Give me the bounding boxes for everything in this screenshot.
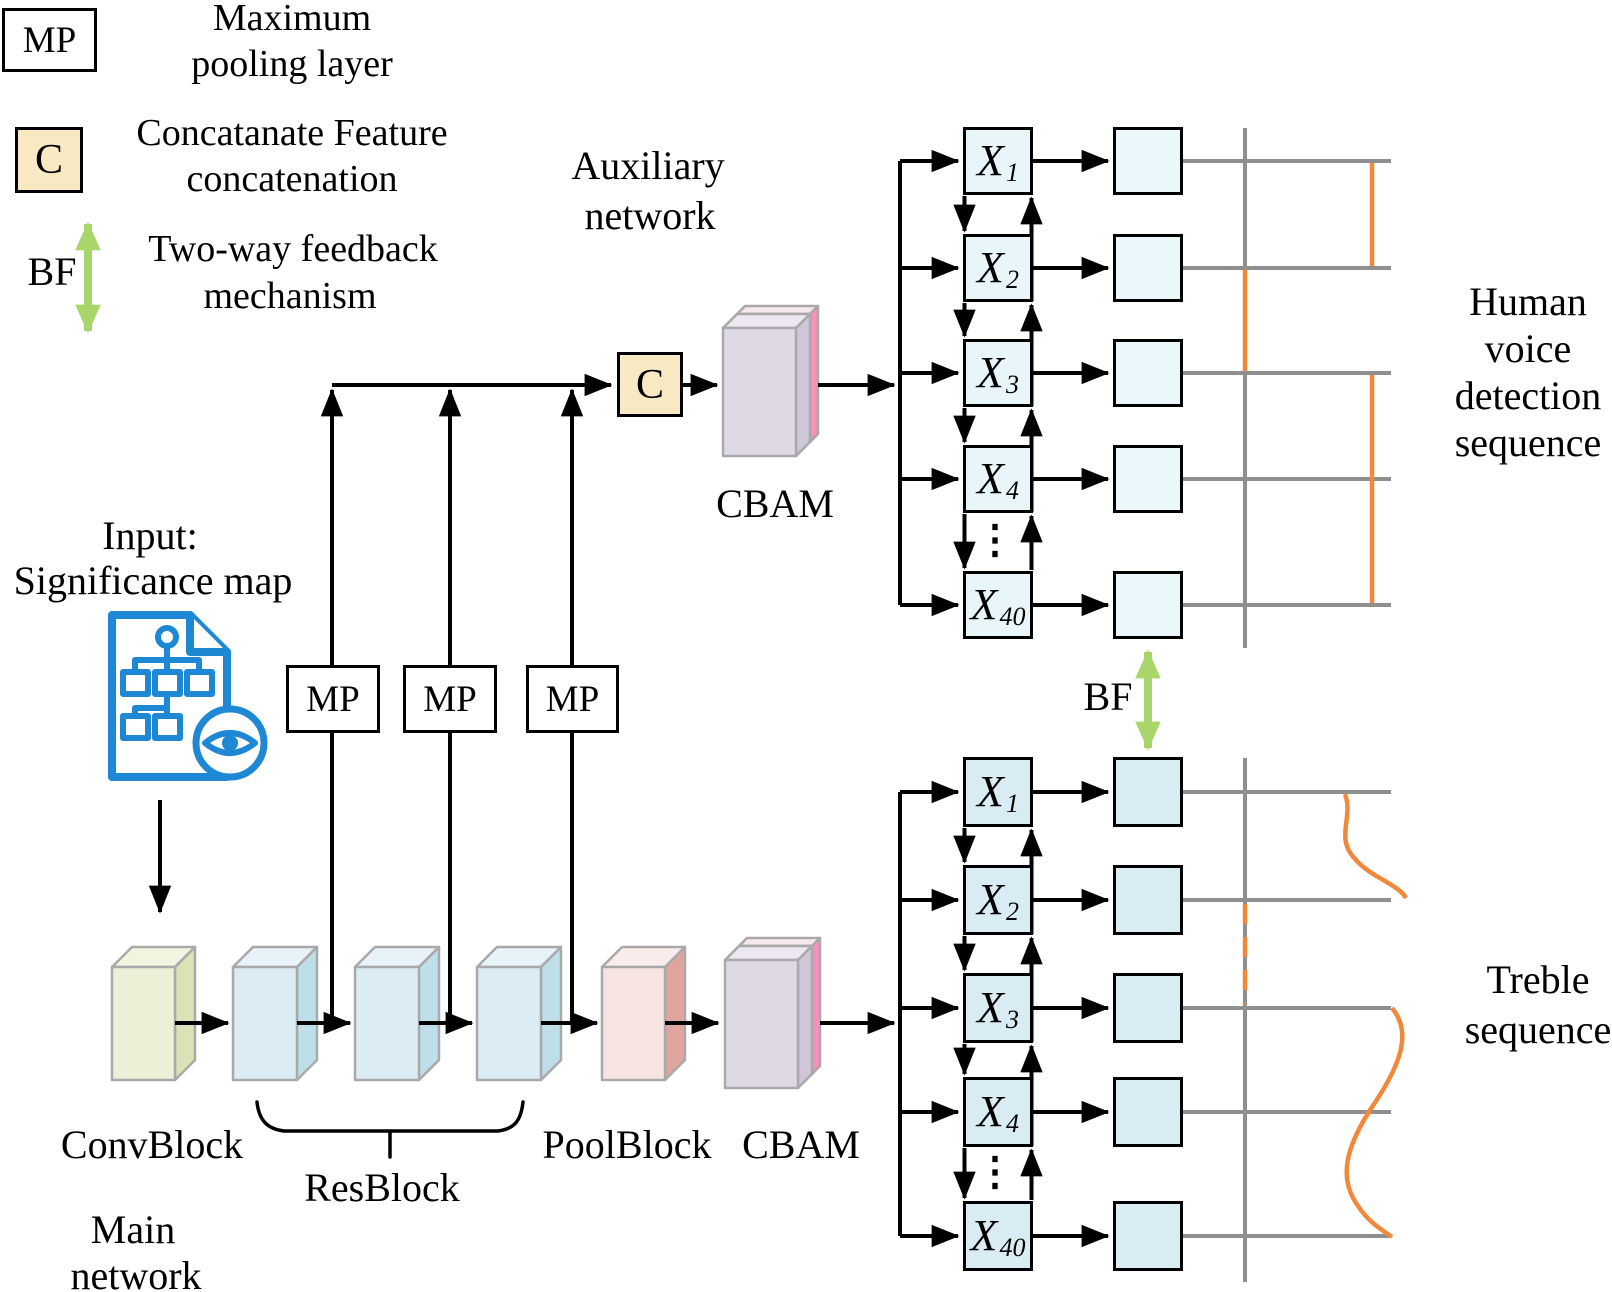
legend-concat-label: Concatanate Feature [136,112,448,154]
node-label: X [977,1087,1004,1136]
eye-icon [202,730,258,756]
resblock-brace [255,1100,525,1159]
top-output-box-2 [1113,234,1183,302]
mp-box-2: MP [403,665,497,733]
mp-label-2: MP [423,678,477,720]
top-output-box-40 [1113,571,1183,639]
significance-map-icon [108,611,268,781]
top-ellipsis: ⋮ [975,517,1015,562]
convblock-3d [110,945,197,1082]
top-output-box-1 [1113,127,1183,195]
legend-mp-label2: pooling layer [191,43,393,85]
legend-mp-box: MP [2,8,97,72]
node-sub: 40 [999,1233,1026,1262]
bottom-output-box-4 [1113,1077,1183,1147]
voice-label-line: Human [1469,279,1587,324]
mp-label-3: MP [545,678,600,720]
bf-mid-label: BF [1083,674,1133,719]
node-label: X [970,580,998,629]
node-label: X [977,136,1004,185]
resblock2-3d [353,945,441,1082]
voice-label-line: sequence [1454,420,1602,465]
input-label2: Significance map [13,558,293,603]
legend-mp-label: Maximum [212,0,372,39]
node-label: X [977,767,1004,816]
treble-label-line: Treble [1486,957,1590,1002]
concat-box: C [617,352,683,417]
legend-concat-box: C [15,127,83,193]
bottom-output-box-2 [1113,865,1183,935]
node-label: X [977,454,1004,503]
node-sub: 3 [1005,370,1019,399]
resblock-label: ResBlock [304,1165,460,1210]
node-sub: 1 [1005,789,1019,818]
bottom-ellipsis: ⋮ [975,1149,1015,1194]
legend-concat-symbol: C [34,137,63,183]
main-network-label2: network [70,1253,202,1292]
convblock-label: ConvBlock [60,1122,244,1167]
node-sub: 4 [1005,476,1019,505]
legend-bf-label2: mechanism [203,275,377,317]
poolblock-label: PoolBlock [542,1122,712,1167]
main-network-label: Main [90,1207,176,1252]
treble-sequence-label: Treble sequence [1465,955,1612,1055]
node-sub: 2 [1005,897,1019,926]
voice-sequence-label: Human voice detection sequence [1455,278,1602,466]
resblock1-3d [231,945,319,1082]
node-label: X [977,983,1004,1032]
node-sub: 40 [999,602,1026,631]
node-sub: 3 [1005,1005,1019,1034]
node-sub: 4 [1005,1109,1019,1138]
voice-plot-axes [1183,128,1391,648]
node-label: X [977,243,1004,292]
voice-detection-signal [1242,163,1375,603]
legend-concat-label2: concatenation [186,158,398,200]
bottom-output-box-1 [1113,757,1183,827]
node-sub: 1 [1005,158,1019,187]
cbam-aux-3d [721,304,820,458]
input-label: Input: [102,513,198,558]
voice-label-line: voice [1484,326,1572,371]
treble-signal [1242,793,1408,1239]
resblock3-3d [475,945,563,1082]
node-label: X [977,875,1004,924]
voice-label-line: detection [1454,373,1602,418]
poolblock-3d [600,945,687,1082]
mp-box-3: MP [526,665,619,733]
bottom-output-box-40 [1113,1201,1183,1271]
top-output-box-3 [1113,339,1183,407]
cbam-main-label: CBAM [742,1122,860,1167]
concat-symbol: C [635,361,664,408]
node-label: X [977,348,1004,397]
legend-bf-label: Two-way feedback [148,228,438,270]
aux-network-label: Auxiliary [571,143,725,188]
node-label: X [970,1211,998,1260]
bottom-output-box-3 [1113,973,1183,1043]
legend-mp-symbol: MP [22,19,77,61]
mp-box-1: MP [286,665,380,733]
mp-label-1: MP [306,678,360,720]
treble-label-line: sequence [1464,1007,1612,1052]
node-sub: 2 [1005,265,1019,294]
top-output-box-4 [1113,445,1183,513]
treble-plot-axes [1183,758,1391,1282]
cbam-main-3d [723,936,822,1090]
legend-bf-symbol: BF [27,249,77,294]
aux-network-label2: network [584,193,716,238]
cbam-aux-label: CBAM [716,481,834,526]
